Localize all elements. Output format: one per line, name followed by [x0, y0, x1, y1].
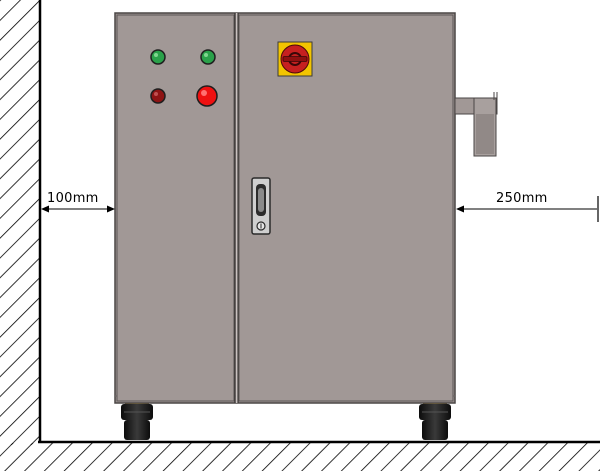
indicator-lamp-green-left [150, 49, 166, 65]
dimension-line-right [456, 196, 599, 222]
indicator-lamp-dark-red [150, 88, 166, 104]
cabinet-foot-right [419, 398, 451, 440]
door-handle-icon [251, 177, 271, 235]
door-split [234, 13, 239, 403]
indicator-lamp-green-right [200, 49, 216, 65]
right-clearance-label: 250mm [496, 191, 548, 206]
cabinet-left-door [116, 14, 235, 402]
cabinet-foot-left [121, 398, 153, 440]
indicator-lamp-red [196, 85, 218, 107]
left-clearance-label: 100mm [47, 191, 99, 206]
side-mounting-bracket [454, 92, 498, 157]
hatched-wall-icon [0, 0, 42, 445]
cabinet-right-door [238, 14, 454, 402]
dimension-line-left [41, 205, 115, 213]
hatched-floor-icon [0, 440, 600, 471]
rotary-isolator-switch-icon [277, 41, 313, 77]
